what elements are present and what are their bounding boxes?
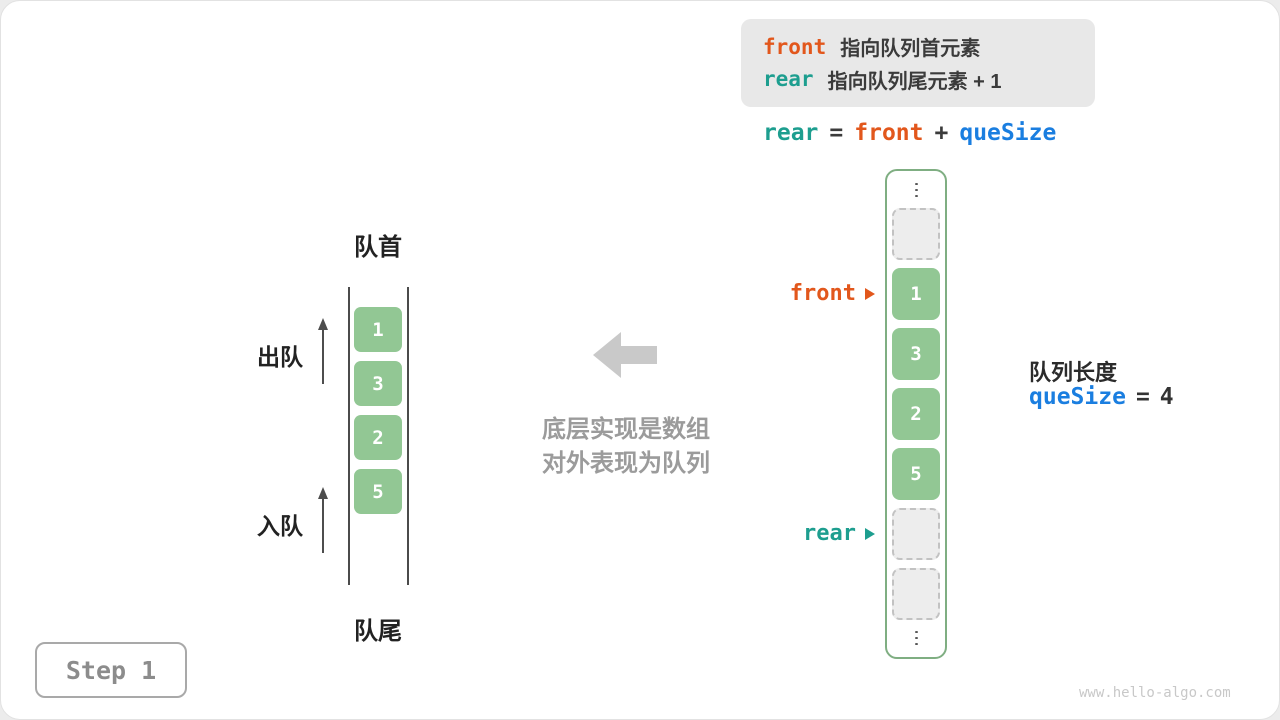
dequeue-label: 出队: [257, 344, 303, 370]
watermark: www.hello-algo.com: [1079, 685, 1231, 701]
formula-plus: +: [934, 120, 949, 146]
rear-description: 指向队列尾元素 + 1: [827, 70, 1002, 93]
front-pointer-label: front: [695, 281, 875, 306]
formula-equals: =: [829, 120, 844, 146]
legend-box: front 指向队列首元素 rear 指向队列尾元素 + 1: [741, 19, 1095, 107]
rear-pointer-label: rear: [695, 521, 875, 546]
ellipsis-top-icon: [914, 180, 918, 200]
queue-cells: 1 3 2 5: [354, 307, 402, 514]
array-cell-filled: 1: [892, 268, 940, 320]
array-cell-filled: 3: [892, 328, 940, 380]
rear-keyword: rear: [763, 67, 814, 92]
enqueue-arrow-icon: [318, 487, 328, 553]
queue-tail-label: 队尾: [354, 618, 402, 645]
pointer-formula: rear = front + queSize: [763, 120, 1056, 146]
enqueue-label: 入队: [257, 513, 303, 539]
big-left-arrow-icon: [593, 332, 657, 378]
quesize-line: queSize = 4: [1029, 384, 1174, 410]
legend-line-rear: rear 指向队列尾元素 + 1: [763, 65, 1073, 94]
queue-cell: 1: [354, 307, 402, 352]
array-cell-empty: [892, 508, 940, 560]
front-description: 指向队列首元素: [840, 38, 981, 61]
formula-front: front: [854, 120, 924, 146]
queue-cell: 5: [354, 469, 402, 514]
array-cell-filled: 5: [892, 448, 940, 500]
queue-length-label: 队列长度: [1029, 360, 1118, 385]
queue-head-label: 队首: [354, 234, 402, 261]
array-container: 1 3 2 5: [885, 169, 947, 659]
array-cell-empty: [892, 568, 940, 620]
rear-pointer-arrow-icon: [865, 527, 875, 540]
front-pointer-text: front: [789, 281, 856, 306]
queue-channel-left-line: [348, 287, 350, 585]
front-pointer-arrow-icon: [865, 287, 875, 300]
queue-cell: 3: [354, 361, 402, 406]
array-cell-empty: [892, 208, 940, 260]
formula-rear: rear: [763, 120, 819, 146]
quesize-equals: =: [1135, 384, 1150, 410]
step-badge: Step 1: [35, 642, 187, 698]
quesize-value: 4: [1159, 384, 1174, 410]
center-caption-line1: 底层实现是数组: [542, 416, 710, 443]
legend-line-front: front 指向队列首元素: [763, 32, 1073, 61]
ellipsis-bottom-icon: [914, 628, 918, 648]
queue-cell: 2: [354, 415, 402, 460]
rear-pointer-text: rear: [803, 521, 856, 546]
dequeue-arrow-icon: [318, 318, 328, 384]
queue-channel-right-line: [407, 287, 409, 585]
front-keyword: front: [763, 34, 827, 59]
quesize-code: queSize: [1029, 384, 1126, 410]
array-cell-filled: 2: [892, 388, 940, 440]
center-caption-line2: 对外表现为队列: [542, 450, 710, 477]
formula-quesize: queSize: [959, 120, 1057, 146]
